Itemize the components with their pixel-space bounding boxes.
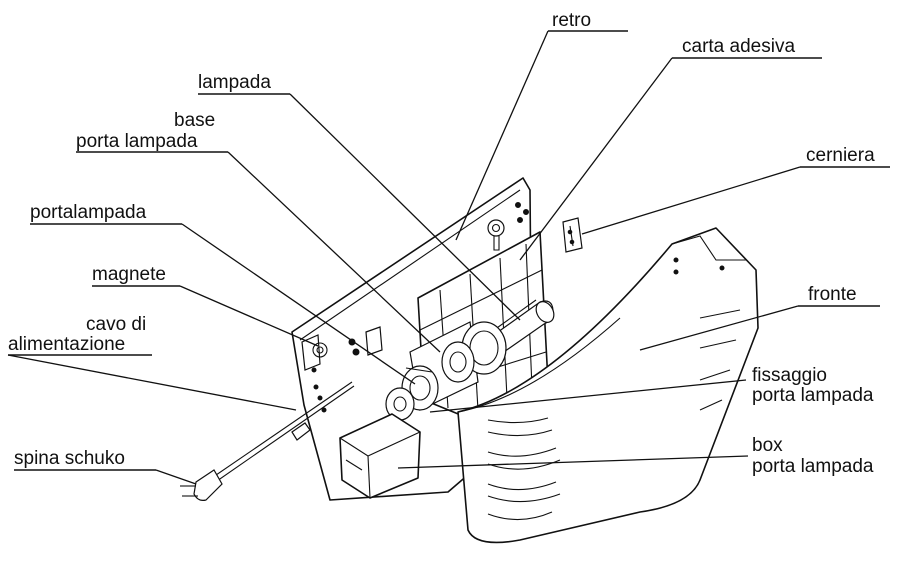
label-portalampada: portalampada [30,202,147,223]
label-cavo-line2: alimentazione [8,334,125,355]
label-base-line2: porta lampada [76,131,198,152]
label-magnete: magnete [92,264,166,285]
label-lampada: lampada [198,72,271,93]
label-box-line2: porta lampada [752,456,874,477]
labels: retro carta adesiva lampada base porta l… [8,10,875,477]
label-retro: retro [552,10,591,31]
magnet-part [301,326,383,371]
schuko-plug [180,469,223,501]
power-cable [199,381,355,491]
label-cerniera: cerniera [806,145,875,166]
leader-lines [7,30,890,485]
label-carta-adesiva: carta adesiva [682,36,795,57]
lamp-socket [385,365,439,421]
label-base-line1: base [174,110,215,131]
label-box-line1: box [752,435,783,456]
label-fissaggio-line1: fissaggio [752,365,827,386]
label-fronte: fronte [808,284,857,305]
label-cavo-line1: cavo di [86,314,146,335]
label-spina-schuko: spina schuko [14,448,125,469]
label-fissaggio-line2: porta lampada [752,385,874,406]
hinge-part [562,217,583,253]
lamp-holder-box [339,413,421,499]
